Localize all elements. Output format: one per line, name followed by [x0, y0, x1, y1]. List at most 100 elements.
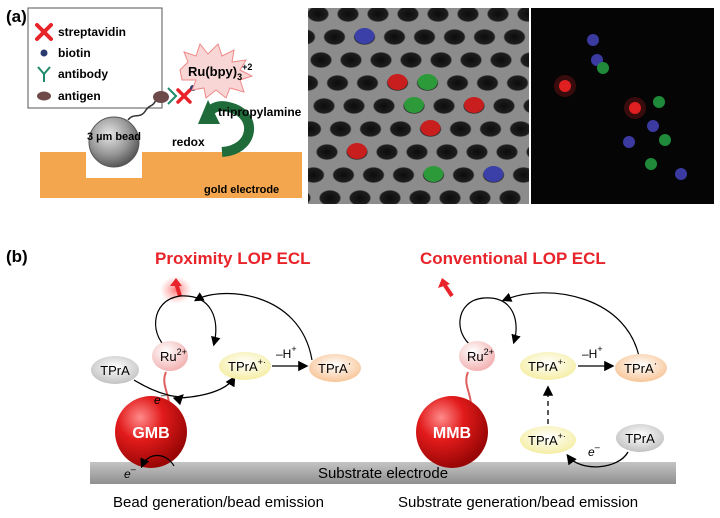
right-caption: Substrate generation/bead emission [398, 494, 638, 511]
sem-well [349, 190, 371, 204]
sem-bead [483, 166, 504, 182]
left-ru-sup: 2+ [177, 347, 187, 357]
fluor-bead [645, 158, 657, 170]
left-long-arc [193, 292, 313, 361]
left-substrate-electron-arrow [140, 454, 175, 469]
right-radical-oval [615, 354, 667, 382]
ecl-burst [179, 42, 254, 99]
sem-well [436, 144, 458, 160]
emission-arrowhead [170, 278, 182, 286]
sem-well [446, 75, 469, 91]
proximity-scheme: Proximity LOP ECL GMB Ru2+ TPrA e– TPrA+… [91, 249, 361, 511]
bead-3um [88, 116, 140, 168]
fluor-bead [559, 80, 571, 92]
fluor-bead [653, 96, 665, 108]
sem-well [490, 52, 512, 68]
sem-well [526, 146, 529, 158]
legend-biotin: biotin [58, 46, 91, 60]
ru-bpy-label: Ru(bpy)3+2 [188, 62, 252, 82]
sem-well [343, 98, 365, 114]
biotin-icon [40, 49, 48, 57]
fluor-bead [675, 168, 687, 180]
sem-well [512, 167, 529, 183]
right-e-sup: – [594, 442, 601, 452]
sem-well [493, 98, 515, 114]
left-radical-text: TPrA· [318, 358, 351, 376]
panel-b-label: (b) [6, 247, 28, 266]
sem-well [473, 29, 496, 45]
fluor-bead [647, 120, 659, 132]
right-cation-bottom: TPrA [528, 433, 558, 448]
left-deprot: –H [276, 347, 291, 361]
sem-well [406, 144, 428, 160]
sem-well [308, 192, 311, 204]
substrate-e-left-sup: – [130, 464, 137, 474]
right-cation-bottom-oval [520, 426, 576, 454]
sem-well [383, 29, 406, 45]
right-tpra: TPrA [625, 431, 655, 446]
left-e: e [154, 393, 161, 407]
legend-antigen: antigen [58, 89, 101, 103]
gold-electrode [40, 152, 302, 198]
sem-well [373, 98, 395, 114]
legend-streptavidin: streptavidin [58, 25, 126, 39]
sem-well [460, 52, 482, 68]
conv-emission-arrowhead [438, 278, 450, 288]
sem-well [362, 167, 385, 183]
sem-well [379, 190, 401, 204]
fluor-bead [629, 102, 641, 114]
left-oxidation-arrow [133, 379, 184, 406]
sem-well [452, 167, 475, 183]
left-tpra: TPrA [100, 363, 130, 378]
right-e: e [588, 445, 595, 459]
sem-well [499, 190, 521, 204]
legend-antibody: antibody [58, 67, 108, 81]
sem-well [517, 8, 529, 22]
sem-well [329, 121, 352, 137]
right-cation-bottom-sup: +· [558, 431, 566, 441]
conventional-scheme: Conventional LOP ECL MMB Ru2+ TPrA+· –H+… [398, 249, 667, 511]
right-deprot-sup: + [597, 344, 602, 354]
right-radical-sup: · [654, 358, 658, 370]
left-cation-sup: +· [258, 357, 266, 367]
sem-well [313, 98, 335, 114]
gmb-bead [115, 396, 187, 468]
sem-bead [420, 120, 441, 136]
right-cycle-arc [459, 297, 521, 351]
sem-well [503, 29, 526, 45]
sem-well [370, 52, 392, 68]
fluor-bead [623, 136, 635, 148]
sem-well [280, 52, 302, 68]
sem-well [308, 29, 316, 45]
left-tpra-oval [91, 356, 139, 384]
left-radical-oval [309, 354, 361, 382]
fluor-bead [597, 62, 609, 74]
streptavidin-complex [176, 88, 192, 104]
emission-glow [160, 276, 192, 304]
sem-well [332, 167, 355, 183]
sem-bead [417, 74, 438, 90]
ru-bpy-sup: +2 [242, 62, 252, 72]
substrate-e-left: e [124, 467, 131, 481]
sem-bead [404, 97, 424, 113]
sem-well [308, 75, 319, 91]
sem-well [457, 8, 479, 22]
left-ru: Ru [160, 349, 177, 364]
sem-well [337, 8, 359, 22]
sem-well [389, 121, 412, 137]
sem-well [523, 98, 529, 114]
sem-well [400, 52, 422, 68]
ru-bpy-sub: 3 [237, 72, 242, 82]
sem-well [367, 8, 389, 22]
sem-bead [387, 74, 408, 90]
substrate-label: Substrate electrode [318, 465, 448, 482]
sem-well [323, 29, 346, 45]
sem-well [319, 190, 341, 204]
sem-bead [464, 97, 484, 113]
fluor-bead [587, 34, 599, 46]
right-deprot: –H [582, 347, 597, 361]
streptavidin-icon [35, 23, 53, 41]
antibody-icon [37, 66, 51, 82]
conv-emission-arrow [442, 282, 454, 298]
